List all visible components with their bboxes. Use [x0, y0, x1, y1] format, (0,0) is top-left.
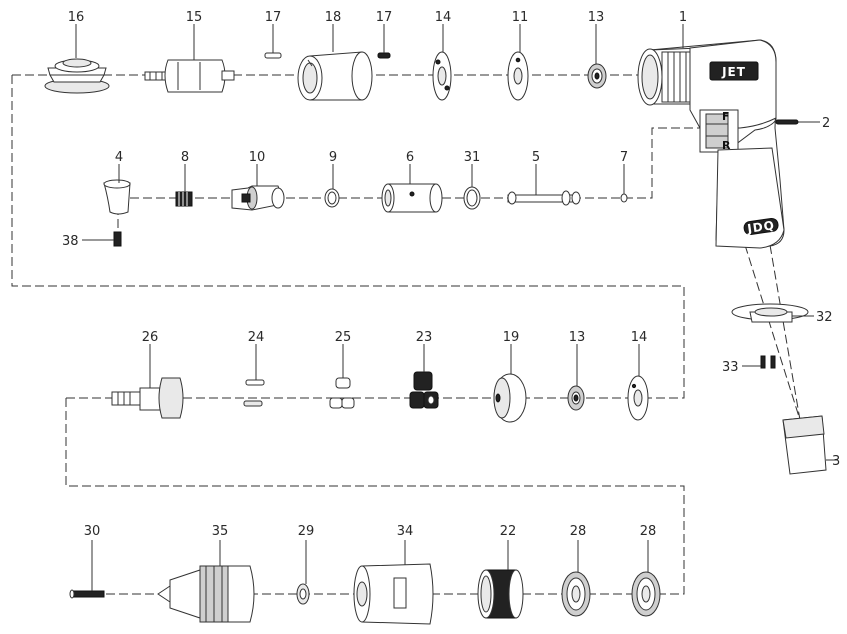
label-17-left: 17: [265, 10, 282, 25]
label-10: 10: [249, 150, 266, 165]
part-19-gear-carrier: [493, 373, 527, 423]
part-8-spring: [175, 191, 193, 207]
label-26: 26: [142, 330, 159, 345]
part-24-pins: [243, 379, 265, 407]
label-6: 6: [406, 150, 414, 165]
label-19: 19: [503, 330, 520, 345]
label-5: 5: [532, 150, 540, 165]
part-31-o-ring: [463, 186, 481, 210]
label-14-top: 14: [435, 10, 452, 25]
part-2-trigger-pin: [775, 119, 799, 125]
label-35: 35: [212, 524, 229, 539]
label-18: 18: [325, 10, 342, 25]
label-28-right: 28: [640, 524, 657, 539]
label-2: 2: [822, 116, 830, 131]
part-13-bearing-top: [587, 63, 607, 89]
part-17-pin-left: [264, 52, 282, 59]
part-18-cylinder: [297, 51, 373, 101]
part-30-chuck-screw: [69, 589, 105, 599]
label-17-right: 17: [376, 10, 393, 25]
part-32-handle-cap: [731, 303, 809, 323]
label-1: 1: [679, 10, 687, 25]
part-1-drill-housing: JET F R JDQ: [637, 39, 785, 249]
label-16: 16: [68, 10, 85, 25]
part-25-gear-shafts: [329, 377, 355, 409]
label-8: 8: [181, 150, 189, 165]
part-16-muffler-cap: [44, 58, 110, 94]
reverse-mark: R: [722, 139, 731, 152]
part-9-o-ring: [324, 188, 340, 208]
label-13-mid: 13: [569, 330, 586, 345]
part-34-gear-housing: [353, 563, 434, 625]
part-11-gasket: [507, 51, 529, 101]
part-15-rotor: [144, 59, 235, 93]
part-3-air-inlet: [782, 415, 827, 475]
label-11: 11: [512, 10, 529, 25]
part-28-bearing-right: [631, 571, 661, 617]
part-17-pin-right: [377, 52, 391, 59]
label-33: 33: [722, 360, 739, 375]
label-28-left: 28: [570, 524, 587, 539]
handle-badge: JDQ: [745, 218, 775, 236]
label-9: 9: [329, 150, 337, 165]
leader-lines: [75, 24, 838, 591]
label-4: 4: [115, 150, 123, 165]
label-32: 32: [816, 310, 833, 325]
forward-mark: F: [722, 110, 730, 123]
label-7: 7: [620, 150, 628, 165]
label-34: 34: [397, 524, 414, 539]
label-29: 29: [298, 524, 315, 539]
label-38: 38: [62, 234, 79, 249]
part-6-valve-bushing: [381, 183, 443, 213]
part-28-bearing-left: [561, 571, 591, 617]
part-22-ring-gear: [477, 569, 524, 619]
part-33-screws: [760, 355, 776, 369]
part-5-valve-stem: [507, 190, 581, 206]
label-22: 22: [500, 524, 517, 539]
part-38-set-screw: [113, 231, 122, 247]
part-number-labels: 16 15 17 18 17 14 11 13 1 2 4 8 10 9 6 3…: [62, 10, 840, 539]
part-29-washer: [296, 583, 310, 605]
part-26-spindle: [111, 377, 184, 419]
label-30: 30: [84, 524, 101, 539]
label-25: 25: [335, 330, 352, 345]
label-3: 3: [832, 454, 840, 469]
brand-logo: JET: [721, 65, 746, 79]
label-13-top: 13: [588, 10, 605, 25]
label-15: 15: [186, 10, 203, 25]
part-7-o-ring: [620, 193, 628, 203]
label-31: 31: [464, 150, 481, 165]
part-14-end-plate-top: [432, 51, 452, 101]
part-4-trigger: [103, 179, 131, 215]
part-35-drill-chuck: [157, 565, 255, 623]
part-13-bearing-mid: [567, 385, 585, 411]
label-14-mid: 14: [631, 330, 648, 345]
label-24: 24: [248, 330, 265, 345]
label-23: 23: [416, 330, 433, 345]
part-14-end-plate-mid: [627, 375, 649, 421]
part-10-reverse-valve: [231, 185, 285, 211]
part-23-planet-gears: [409, 371, 439, 409]
